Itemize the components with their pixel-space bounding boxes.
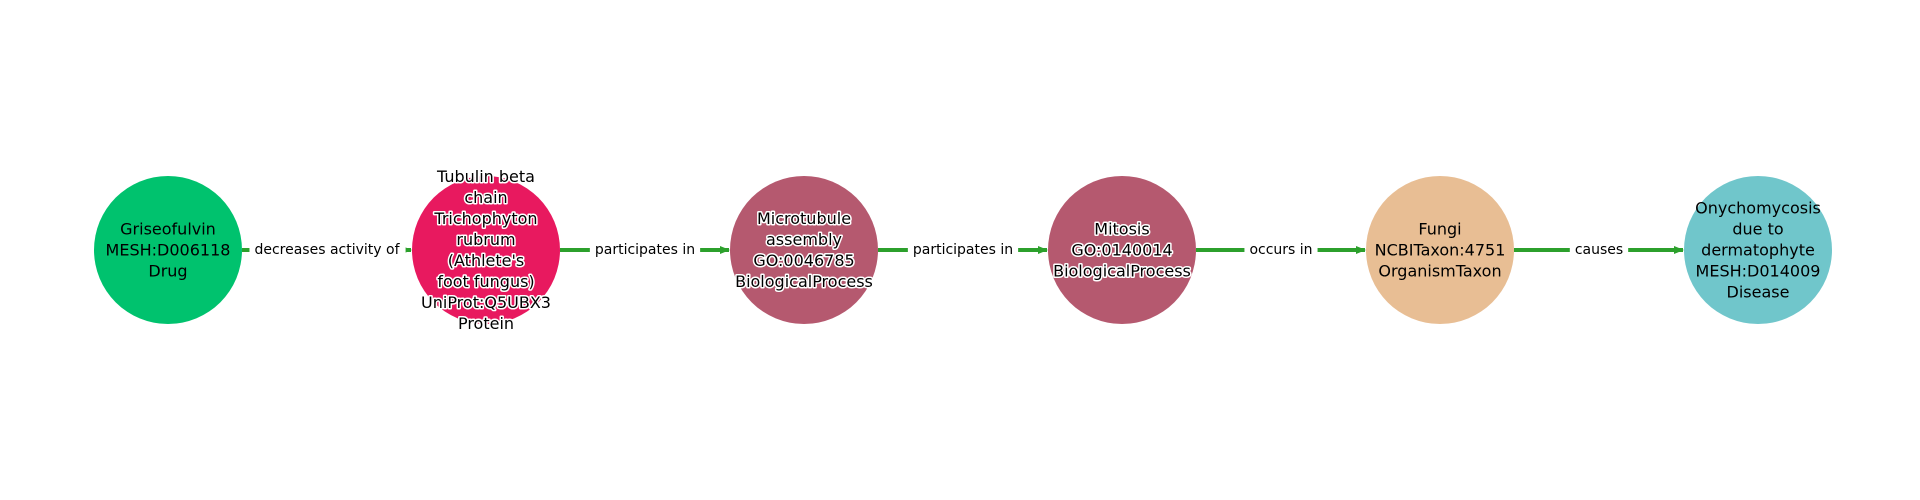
node-label-line: NCBITaxon:4751 [1375,241,1506,260]
edge-labels-layer: decreases activity of participates in part… [249,240,1629,260]
node: Microtubule assemblyGO:0046785BiologicalP… [730,176,878,324]
edge-label: participates in [589,240,701,260]
node-label-line: chain [464,188,507,207]
node-circle [1684,176,1832,324]
node-label-line: BiologicalProcess [735,272,873,291]
edge-label-background [1244,240,1318,260]
edge-label-text: decreases activity of [254,242,400,258]
node-label-line: BiologicalProcess [1053,262,1191,281]
edge-label: causes [1569,240,1629,260]
node-label-line: rubrum [456,230,515,249]
node-label-line: MESH:D006118 [106,241,231,260]
node: Onychomycosis due to dermatophyteMESH:D014… [1684,176,1832,324]
node-label-line: (Athlete's [448,251,524,270]
node-label-line: Protein [458,314,514,333]
node-label-line: Onychomycosis [1695,199,1821,218]
node-label-line: due to [1732,220,1783,239]
edge-label-background [249,240,406,260]
edge-label: decreases activity of [249,240,406,260]
node-circle [94,176,242,324]
node-label-line: Fungi [1418,220,1461,239]
node-label-line: Microtubule [757,209,851,228]
edge-label-text: causes [1575,242,1623,258]
node-label-line: foot fungus) [437,272,534,291]
edge-label-text: participates in [913,242,1013,258]
node-label-line: UniProt:Q5UBX3 [421,293,551,312]
edge-label: participates in [907,240,1019,260]
node-circle [1048,176,1196,324]
node-circle [412,176,560,324]
node-label-line: MESH:D014009 [1696,262,1821,281]
node-label-line: Trichophyton [433,209,537,228]
node-circle [730,176,878,324]
node-label-line: GO:0140014 [1071,241,1172,260]
node-label-line: Tubulin beta [436,167,535,186]
node-label-line: GO:0046785 [753,251,854,270]
node-label-line: Drug [148,262,187,281]
node-label-line: dermatophyte [1701,241,1815,260]
node-label-line: assembly [766,230,842,249]
node-label-line: OrganismTaxon [1378,262,1501,281]
node-label-line: Mitosis [1094,220,1149,239]
edge-label: occurs in [1244,240,1318,260]
edge-label-background [907,240,1019,260]
edge-label-text: occurs in [1249,242,1312,258]
node-label-line: Griseofulvin [120,220,216,239]
node-circle [1366,176,1514,324]
edge-label-text: participates in [595,242,695,258]
edge-label-background [1569,240,1629,260]
edge-label-background [589,240,701,260]
node-label-line: Disease [1727,283,1790,302]
